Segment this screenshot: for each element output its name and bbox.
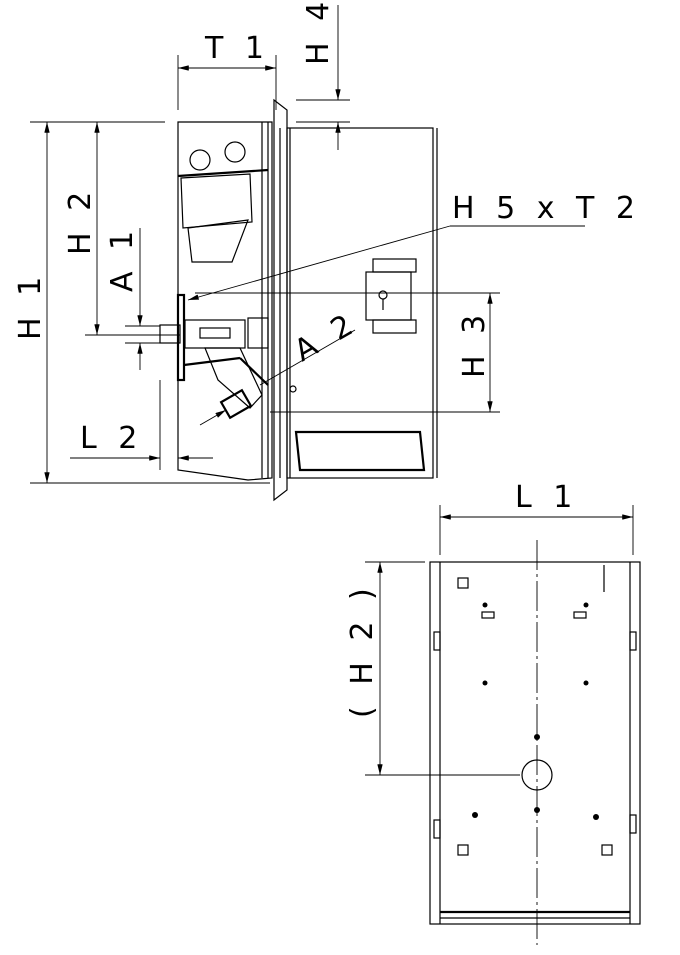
label-h2-reference: ( H 2 ) [345, 582, 380, 718]
dimensions-side: T 1 H 4 H 1 H 2 A 1 H 5 x T 2 A 2 H 3 [13, 0, 641, 484]
side-view [159, 98, 438, 502]
label-h2: H 2 [63, 186, 98, 255]
label-a2: A 2 [289, 305, 365, 369]
label-h4: H 4 [301, 0, 336, 65]
label-t1: T 1 [204, 31, 270, 66]
label-h5xt2: H 5 x T 2 [452, 191, 641, 226]
plan-view [429, 540, 641, 945]
label-l2: L 2 [80, 421, 143, 456]
label-l1: L 1 [515, 480, 578, 515]
dimensions-plan: L 1 ( H 2 ) [345, 480, 634, 776]
label-h3: H 3 [457, 309, 492, 378]
label-h1: H 1 [13, 271, 48, 340]
lock-icon [365, 258, 417, 334]
label-a1: A 1 [105, 225, 140, 292]
